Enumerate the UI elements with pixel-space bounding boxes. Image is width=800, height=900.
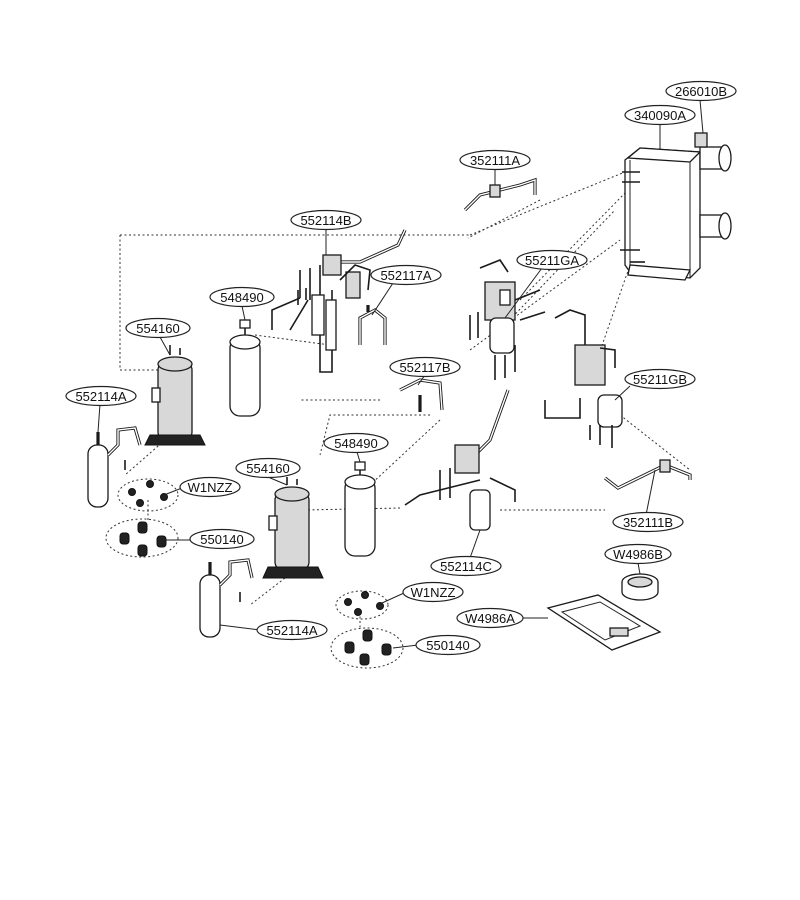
label-548490-upper: 548490 — [220, 290, 263, 305]
callout-W1NZZ-upper: W1NZZ — [179, 476, 241, 498]
callout-554160-upper: 554160 — [125, 317, 191, 339]
pipe-552117B — [399, 378, 444, 412]
callout-340090A: 340090A — [624, 104, 696, 126]
accumulator-552114A-upper — [87, 426, 142, 508]
callout-552114A-lower: 552114A — [256, 619, 328, 641]
label-550140-upper: 550140 — [200, 532, 243, 547]
label-W4986A: W4986A — [465, 611, 515, 626]
pipe-assembly-552114C — [404, 389, 516, 531]
label-266010B: 266010B — [675, 84, 727, 99]
callout-550140-lower: 550140 — [415, 634, 481, 656]
callout-554160-lower: 554160 — [235, 457, 301, 479]
plate-heat-exchanger-340090A — [620, 132, 732, 281]
pipe-352111B — [604, 459, 692, 490]
label-552117A: 552117A — [380, 268, 431, 283]
pipe-assembly-552114B — [271, 229, 407, 373]
label-552114A-lower: 552114A — [266, 623, 317, 638]
callout-W4986A: W4986A — [456, 607, 524, 629]
callout-552114B: 552114B — [290, 209, 362, 231]
label-55211GB: 55211GB — [633, 372, 687, 387]
callout-548490-upper: 548490 — [209, 286, 275, 308]
receiver-548490-upper — [229, 319, 261, 417]
callout-352111B: 352111B — [612, 511, 684, 533]
receiver-548490-lower — [344, 461, 376, 557]
callout-552117A: 552117A — [370, 264, 442, 286]
mounting-grommets-upper — [119, 480, 168, 557]
accumulator-552114A-lower — [199, 558, 254, 638]
compressor-554160-upper — [144, 345, 206, 446]
label-W4986B: W4986B — [613, 547, 663, 562]
mounting-grommets-lower — [344, 591, 392, 666]
label-548490-lower: 548490 — [334, 436, 377, 451]
pipe-552117A — [358, 305, 387, 345]
callout-W1NZZ-lower: W1NZZ — [402, 581, 464, 603]
label-552114B: 552114B — [300, 213, 351, 228]
callout-550140-upper: 550140 — [189, 528, 255, 550]
assembly-guide-lines — [105, 171, 691, 669]
compressor-554160-lower — [262, 477, 324, 579]
label-352111A: 352111A — [470, 153, 520, 168]
label-352111B: 352111B — [623, 515, 673, 530]
label-554160-lower: 554160 — [246, 461, 289, 476]
callout-352111A: 352111A — [459, 149, 531, 171]
label-552114C: 552114C — [440, 559, 492, 574]
callout-266010B: 266010B — [665, 80, 737, 102]
callout-552114C: 552114C — [430, 555, 502, 577]
valve-assembly-55211GA — [469, 259, 546, 380]
callout-W4986B: W4986B — [604, 543, 672, 565]
pipe-352111A — [463, 177, 537, 212]
label-W1NZZ-upper: W1NZZ — [188, 480, 233, 495]
callout-552114A-upper: 552114A — [65, 385, 137, 407]
callout-548490-lower: 548490 — [323, 432, 389, 454]
valve-assembly-55211GB — [544, 309, 623, 448]
label-552117B: 552117B — [399, 360, 450, 375]
callout-55211GA: 55211GA — [516, 249, 588, 271]
label-55211GA: 55211GA — [525, 253, 579, 268]
label-550140-lower: 550140 — [426, 638, 469, 653]
label-552114A-upper: 552114A — [75, 389, 126, 404]
cap-W4986B — [621, 573, 659, 601]
cover-plate-W4986A — [546, 594, 662, 651]
callout-55211GB: 55211GB — [624, 368, 696, 390]
label-W1NZZ-lower: W1NZZ — [411, 585, 456, 600]
label-554160-upper: 554160 — [136, 321, 179, 336]
label-340090A: 340090A — [634, 108, 686, 123]
callout-552117B: 552117B — [389, 356, 461, 378]
